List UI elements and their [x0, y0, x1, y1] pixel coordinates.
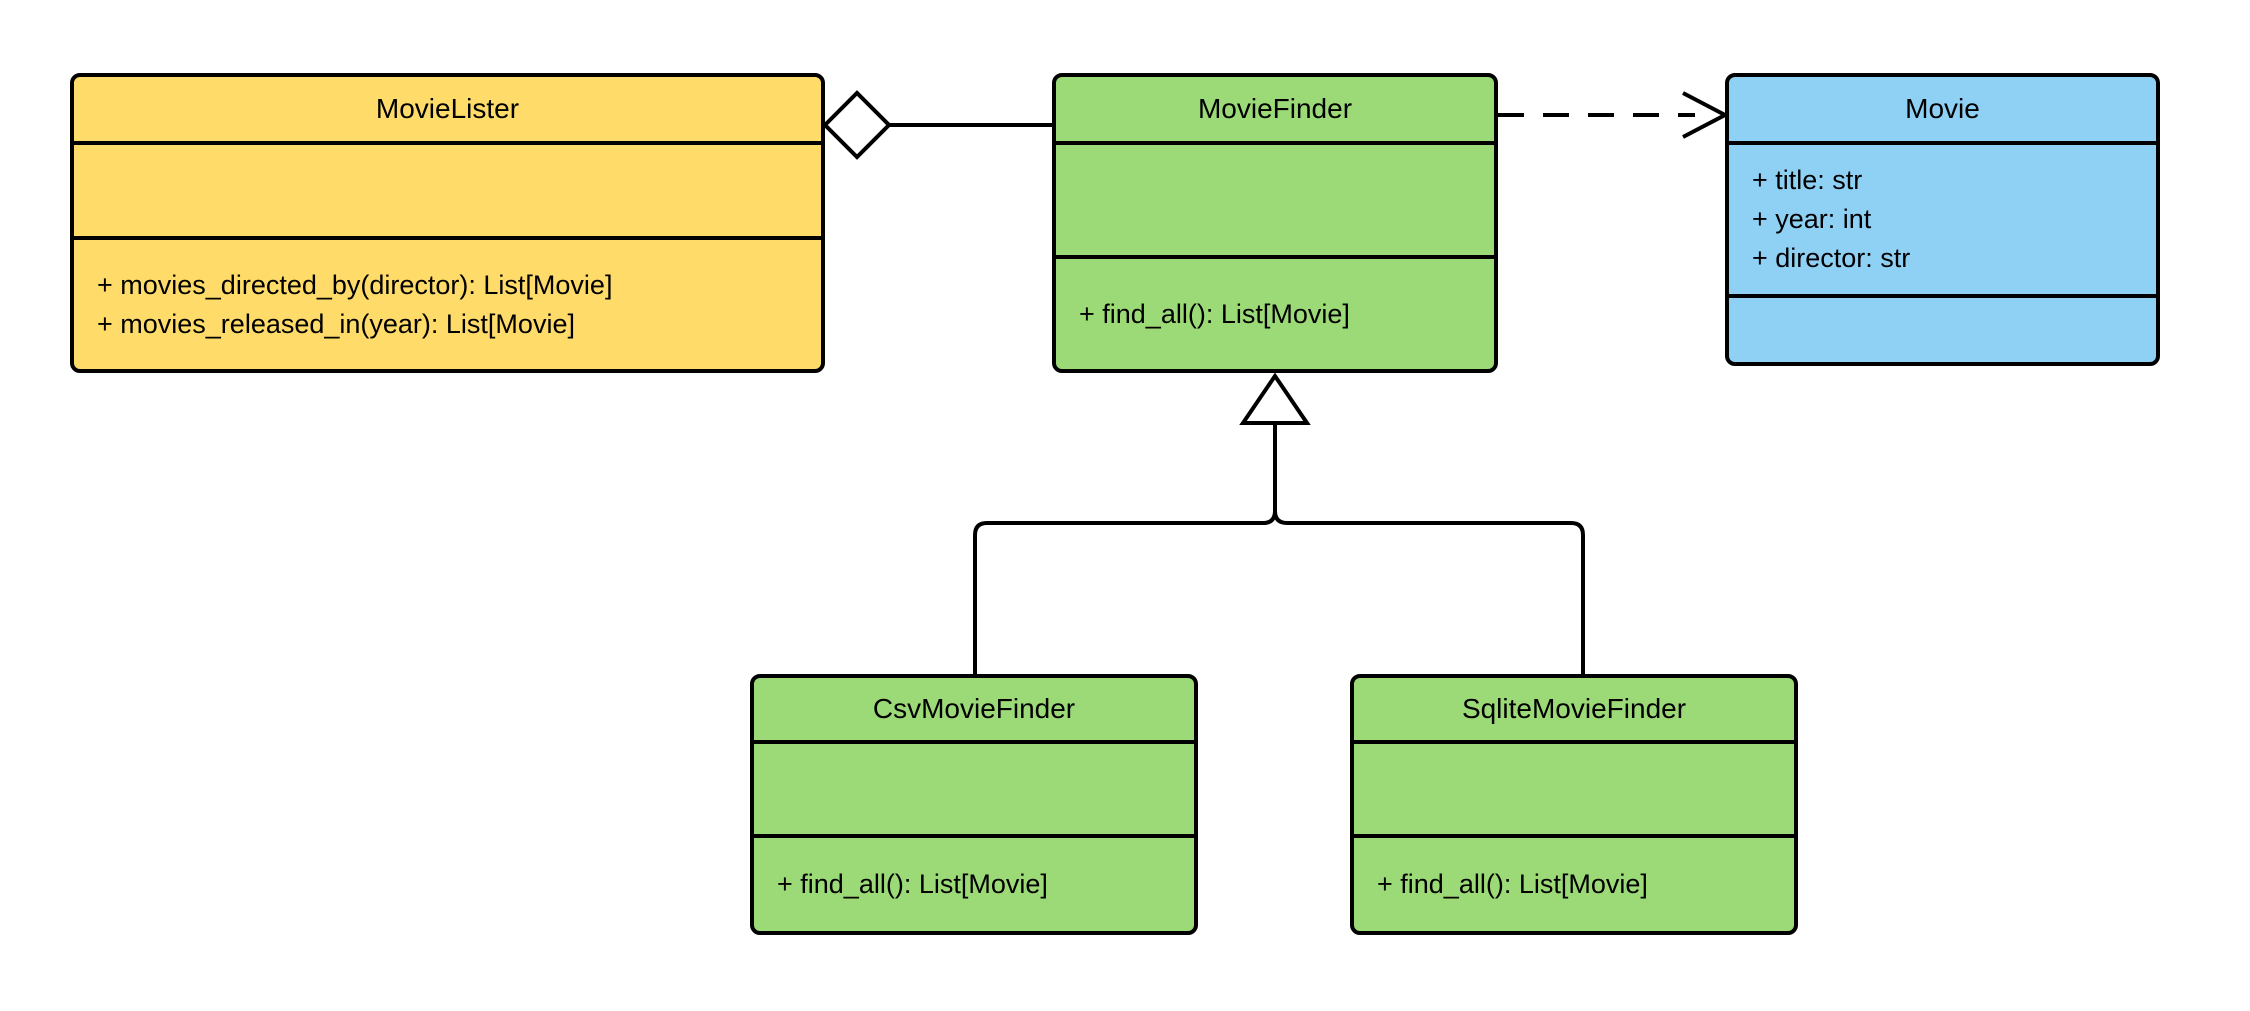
attribute-line: + director: str — [1752, 243, 1911, 273]
method-line: + find_all(): List[Movie] — [777, 869, 1048, 899]
class-attributes-compartment — [74, 145, 821, 240]
class-node-moviefinder[interactable]: MovieFinder + find_all(): List[Movie] — [1052, 73, 1498, 373]
inheritance-triangle-icon — [1239, 372, 1311, 425]
inheritance-line-left — [973, 424, 1277, 674]
class-node-sqlitemoviefinder[interactable]: SqliteMovieFinder + find_all(): List[Mov… — [1350, 674, 1798, 935]
attribute-line: + year: int — [1752, 204, 1872, 234]
class-attributes-compartment — [1354, 744, 1794, 838]
class-attributes-compartment — [1056, 145, 1494, 259]
class-methods-compartment: + movies_directed_by(director): List[Mov… — [74, 240, 821, 369]
inheritance-edge-csvmoviefinder-moviefinder[interactable] — [973, 424, 1277, 674]
class-methods-compartment — [1729, 298, 2156, 362]
class-title: MovieLister — [74, 77, 821, 145]
class-node-movielister[interactable]: MovieLister + movies_directed_by(directo… — [70, 73, 825, 373]
method-line: + movies_released_in(year): List[Movie] — [97, 308, 575, 339]
dependency-edge-moviefinder-movie[interactable] — [1498, 91, 1730, 139]
method-line: + find_all(): List[Movie] — [1377, 869, 1648, 899]
class-title: Movie — [1729, 77, 2156, 145]
class-attributes-compartment — [754, 744, 1194, 838]
class-methods-compartment: + find_all(): List[Movie] — [754, 838, 1194, 931]
class-title: MovieFinder — [1056, 77, 1494, 145]
class-methods-compartment: + find_all(): List[Movie] — [1056, 259, 1494, 369]
class-title: SqliteMovieFinder — [1354, 678, 1794, 744]
method-line: + movies_directed_by(director): List[Mov… — [97, 269, 613, 300]
method-line: + find_all(): List[Movie] — [1079, 298, 1350, 329]
class-methods-compartment: + find_all(): List[Movie] — [1354, 838, 1794, 931]
class-title: CsvMovieFinder — [754, 678, 1194, 744]
aggregation-diamond-icon — [822, 90, 892, 160]
class-node-csvmoviefinder[interactable]: CsvMovieFinder + find_all(): List[Movie] — [750, 674, 1198, 935]
class-attributes-compartment: + title: str + year: int + director: str — [1729, 145, 2156, 298]
attribute-line: + title: str — [1752, 165, 1863, 195]
class-node-movie[interactable]: Movie + title: str + year: int + directo… — [1725, 73, 2160, 366]
inheritance-edge-sqlitemoviefinder-moviefinder[interactable] — [1273, 510, 1585, 674]
inheritance-line-right — [1273, 510, 1585, 674]
aggregation-edge-movielister-moviefinder[interactable] — [822, 90, 1052, 160]
dependency-open-arrowhead-icon — [1682, 91, 1730, 139]
